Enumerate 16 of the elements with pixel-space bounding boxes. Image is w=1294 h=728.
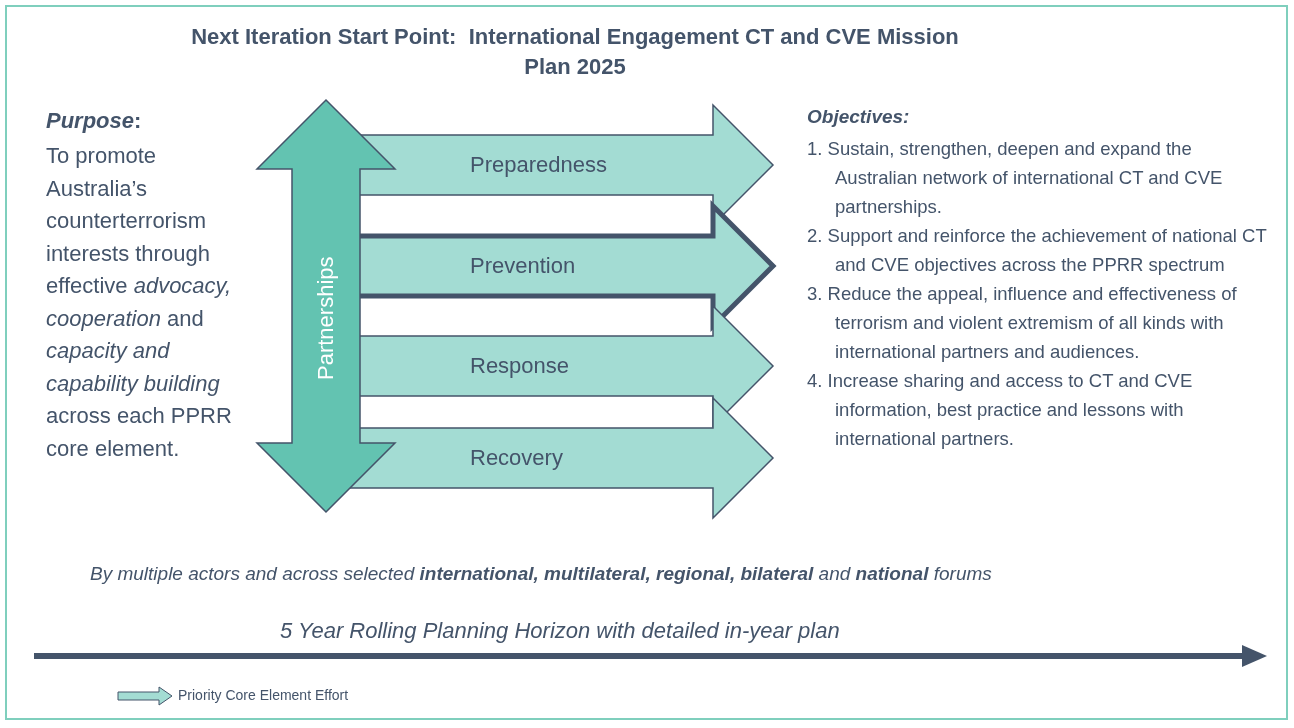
purpose-text: To promote Australia’s counterterrorism interests through effective advocacy, cooperation and capacity and capability building across each PPRR core element. — [46, 142, 233, 463]
list-item: 2. Support and reinforce the achievement of national CT and CVE objectives across the PPRR spectrum — [807, 224, 1268, 277]
axis-label: 5 Year Rolling Planning Horizon with detailed in-year plan — [280, 618, 840, 644]
arrow-label: Response — [470, 352, 570, 380]
list-item: 1. Sustain, strengthen, deepen and expand the Australian network of international CT and CVE partnerships. — [807, 137, 1224, 219]
list-item: 3. Reduce the appeal, influence and effectiveness of terrorism and violent extremism of all kinds with international partners and audiences. — [807, 282, 1238, 364]
arrow-label: Recovery — [470, 444, 563, 472]
arrow-label: Preparedness — [470, 151, 607, 179]
arrow-label: Prevention — [470, 252, 576, 280]
list-item: 4. Increase sharing and access to CT and CVE information, best practice and lessons with international partners. — [807, 369, 1194, 451]
heading: Objectives: — [807, 106, 910, 128]
title: Next Iteration Start Point: International Engagement CT and CVE Mission Plan 2025 — [190, 23, 960, 81]
note: By multiple actors and across selected international, multilateral, regional, bilateral and national forums — [90, 563, 992, 585]
heading: Purpose: — [46, 108, 142, 134]
legend-text: Priority Core Element Effort — [178, 687, 349, 703]
arrow-label: Partnerships — [312, 255, 339, 380]
